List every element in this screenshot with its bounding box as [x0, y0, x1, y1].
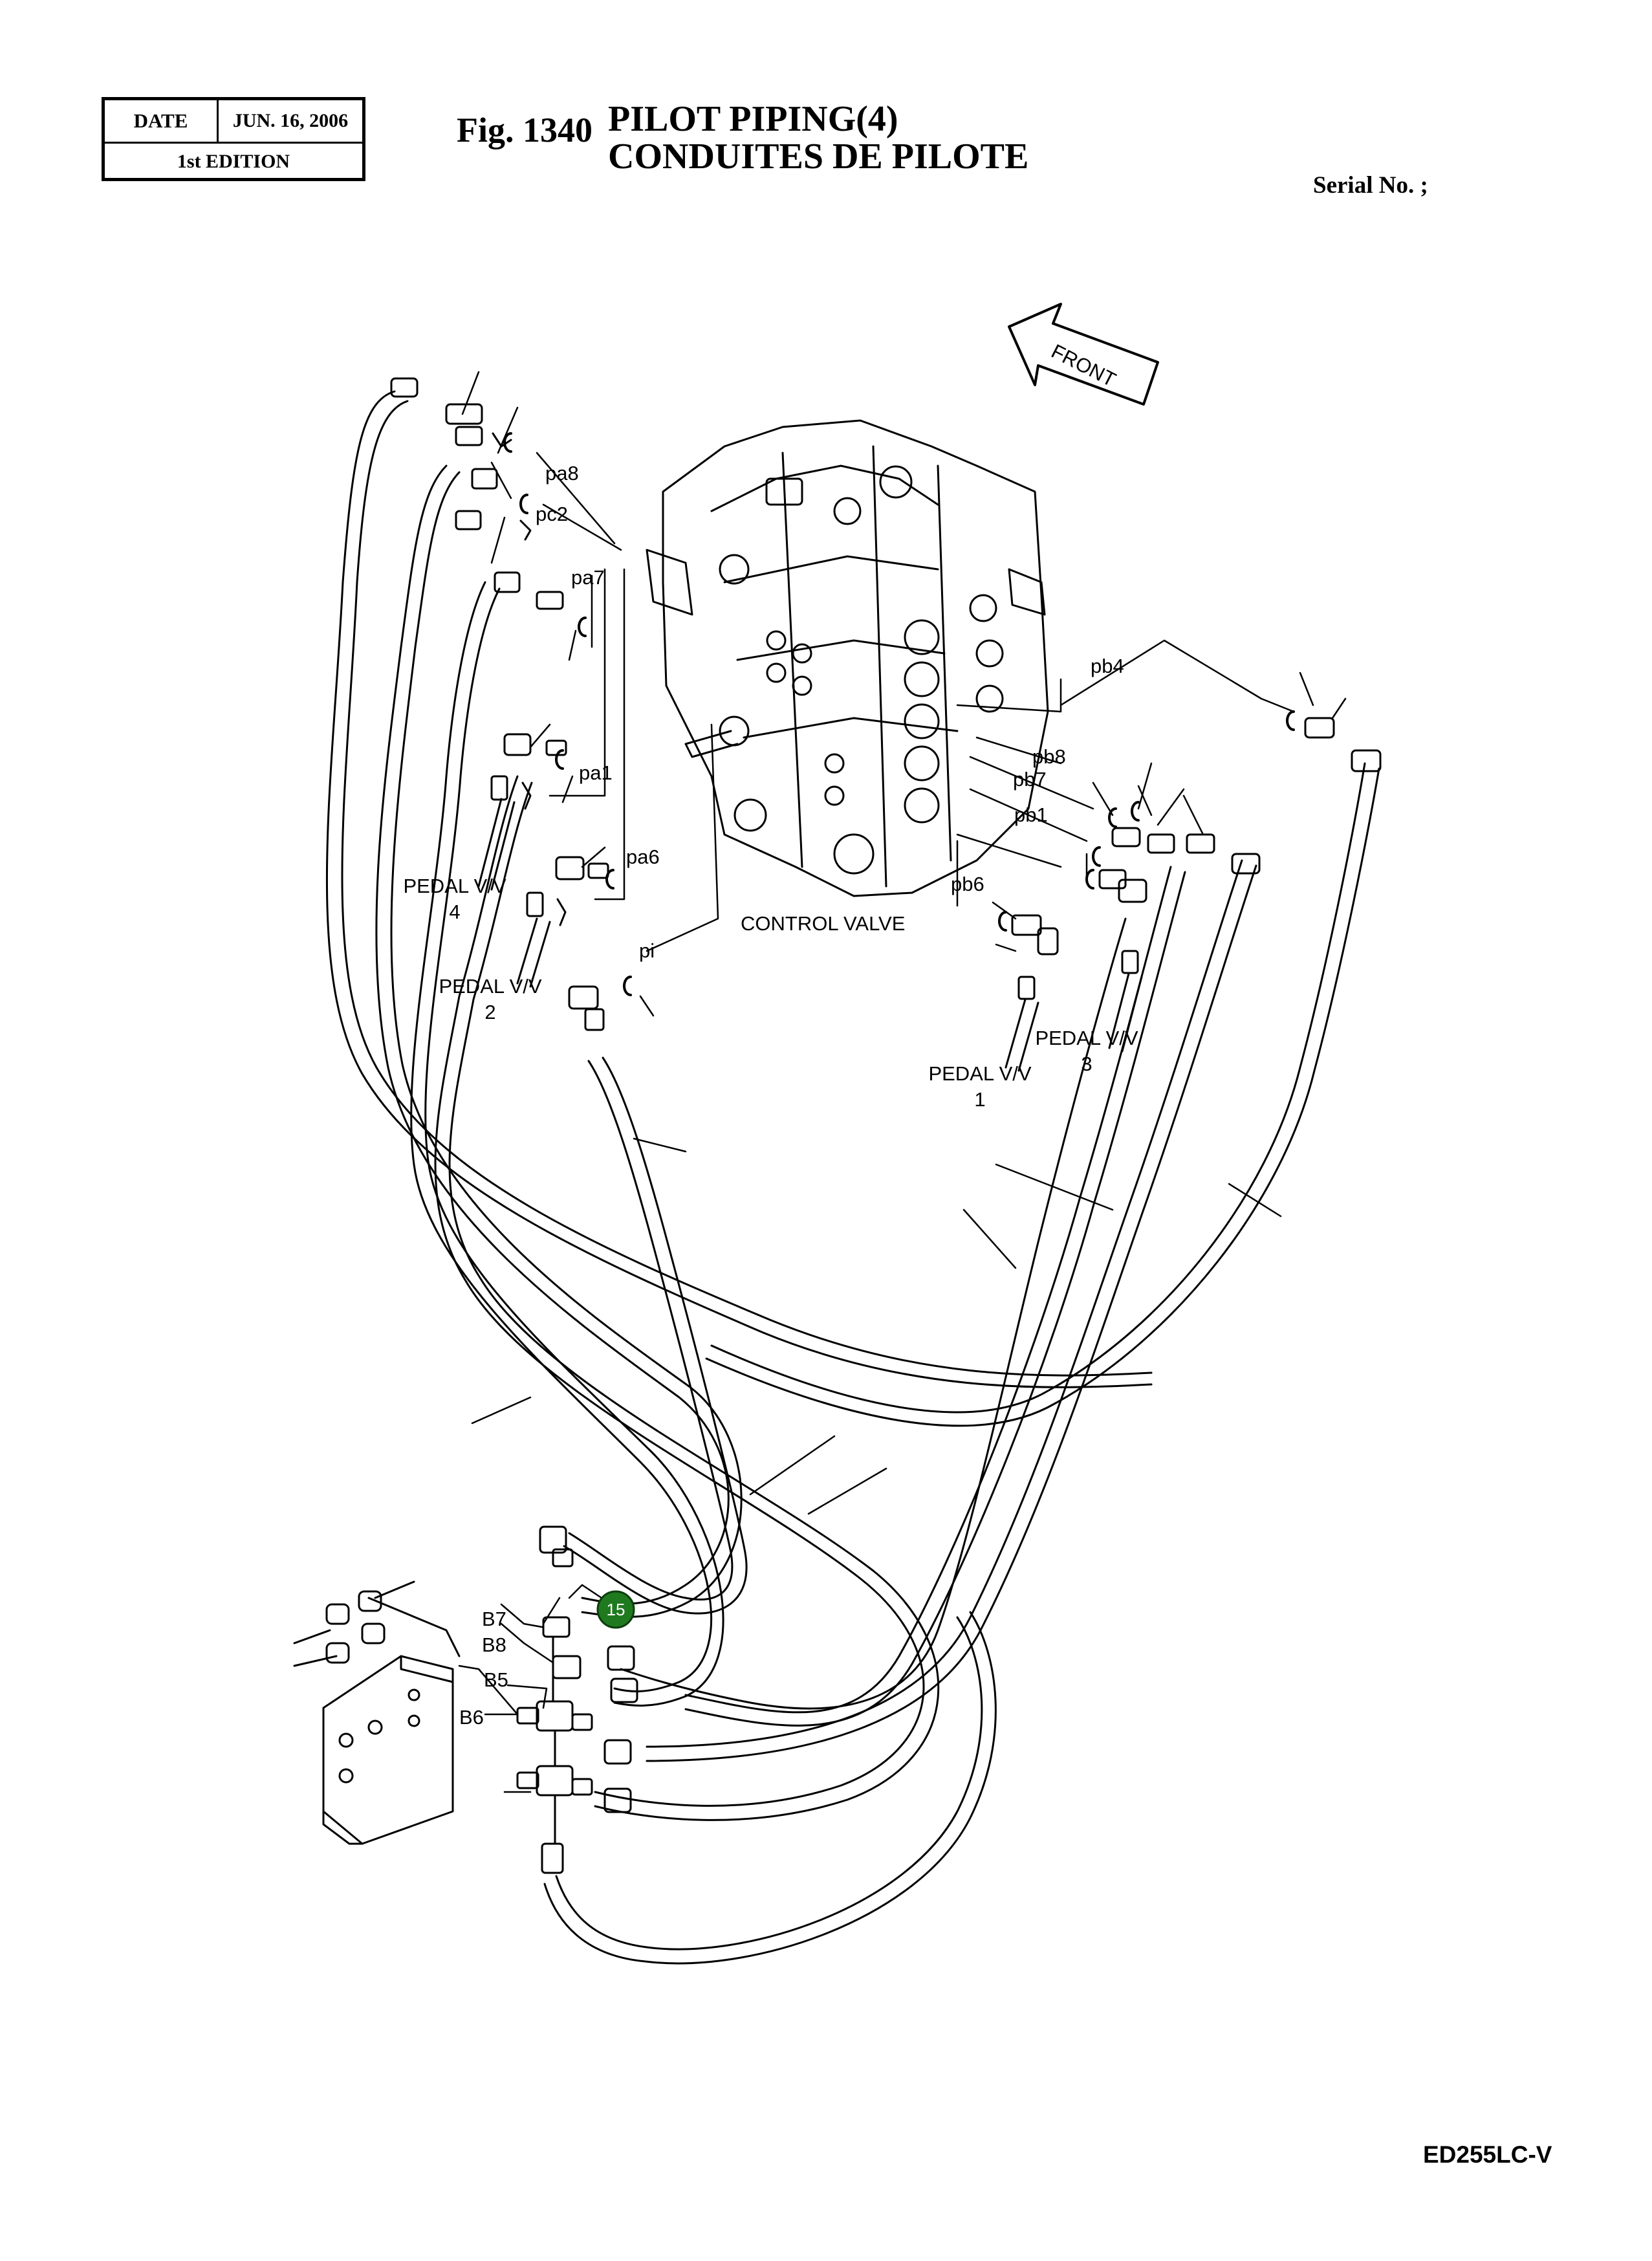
right-fittings [1011, 717, 1382, 1000]
diagram-labels: FRONT pa8 pc2 pa7 pa1 pa6 pi pb4 pb8 pb7… [403, 340, 1138, 1729]
pedal-valve-4-number: 4 [449, 901, 460, 923]
pedal-valve-stubs [477, 798, 1143, 1072]
port-label-pa1: pa1 [579, 761, 613, 784]
model-number: ED255LC-V [1423, 2141, 1552, 2168]
bottom-bracket [293, 1580, 461, 1845]
edition-table: DATE JUN. 16, 2006 1st EDITION [102, 97, 365, 181]
figure-number: Fig. 1340 [457, 111, 592, 149]
date-row: DATE JUN. 16, 2006 [105, 100, 362, 144]
port-label-pi: pi [639, 939, 655, 962]
left-hose-group [325, 390, 1153, 1821]
bottom-hose [543, 1611, 997, 1965]
pedal-valve-4-label: PEDAL V/V [403, 875, 506, 897]
port-label-pc2: pc2 [536, 503, 568, 525]
pedal-valve-2-label: PEDAL V/V [439, 975, 541, 998]
top-left-fittings [390, 377, 609, 1031]
port-label-b6: B6 [459, 1706, 484, 1729]
pedal-valve-2-number: 2 [484, 1001, 495, 1023]
port-label-b5: B5 [484, 1668, 508, 1691]
pedal-valve-1-number: 1 [974, 1088, 985, 1111]
port-label-pb6: pb6 [951, 873, 984, 895]
callout-number[interactable]: 15 [607, 1600, 625, 1619]
callout-15[interactable]: 15 [596, 1590, 635, 1629]
port-label-pb7: pb7 [1013, 768, 1047, 791]
b-port-fittings [516, 1525, 638, 1874]
control-valve-label: CONTROL VALVE [741, 912, 905, 935]
o-rings [503, 432, 1295, 996]
edition-label: 1st EDITION [177, 150, 290, 172]
port-label-pb1: pb1 [1014, 803, 1048, 826]
date-label: DATE [105, 100, 219, 142]
front-arrow [1008, 303, 1159, 406]
pedal-valve-1-label: PEDAL V/V [928, 1062, 1031, 1085]
figure-title-french: CONDUITES DE PILOTE [608, 137, 1029, 177]
right-hose-group [620, 762, 1380, 1762]
port-label-pa8: pa8 [545, 462, 579, 485]
port-label-b8: B8 [482, 1633, 506, 1656]
serial-number-label: Serial No. ; [1313, 172, 1428, 199]
port-label-pa7: pa7 [571, 566, 605, 589]
port-label-pb8: pb8 [1032, 745, 1066, 768]
port-label-pa6: pa6 [626, 846, 660, 868]
callout-badge[interactable] [596, 1590, 635, 1629]
port-label-pb4: pb4 [1091, 655, 1124, 677]
figure-title-english: PILOT PIPING(4) [608, 99, 898, 139]
pedal-valve-3-label: PEDAL V/V [1035, 1027, 1138, 1049]
control-valve [646, 419, 1049, 897]
pedal-valve-3-number: 3 [1081, 1053, 1092, 1075]
port-label-b7: B7 [482, 1608, 506, 1630]
pi-hose [563, 1056, 748, 1615]
date-value: JUN. 16, 2006 [232, 110, 349, 131]
leader-lines [458, 371, 1347, 1793]
